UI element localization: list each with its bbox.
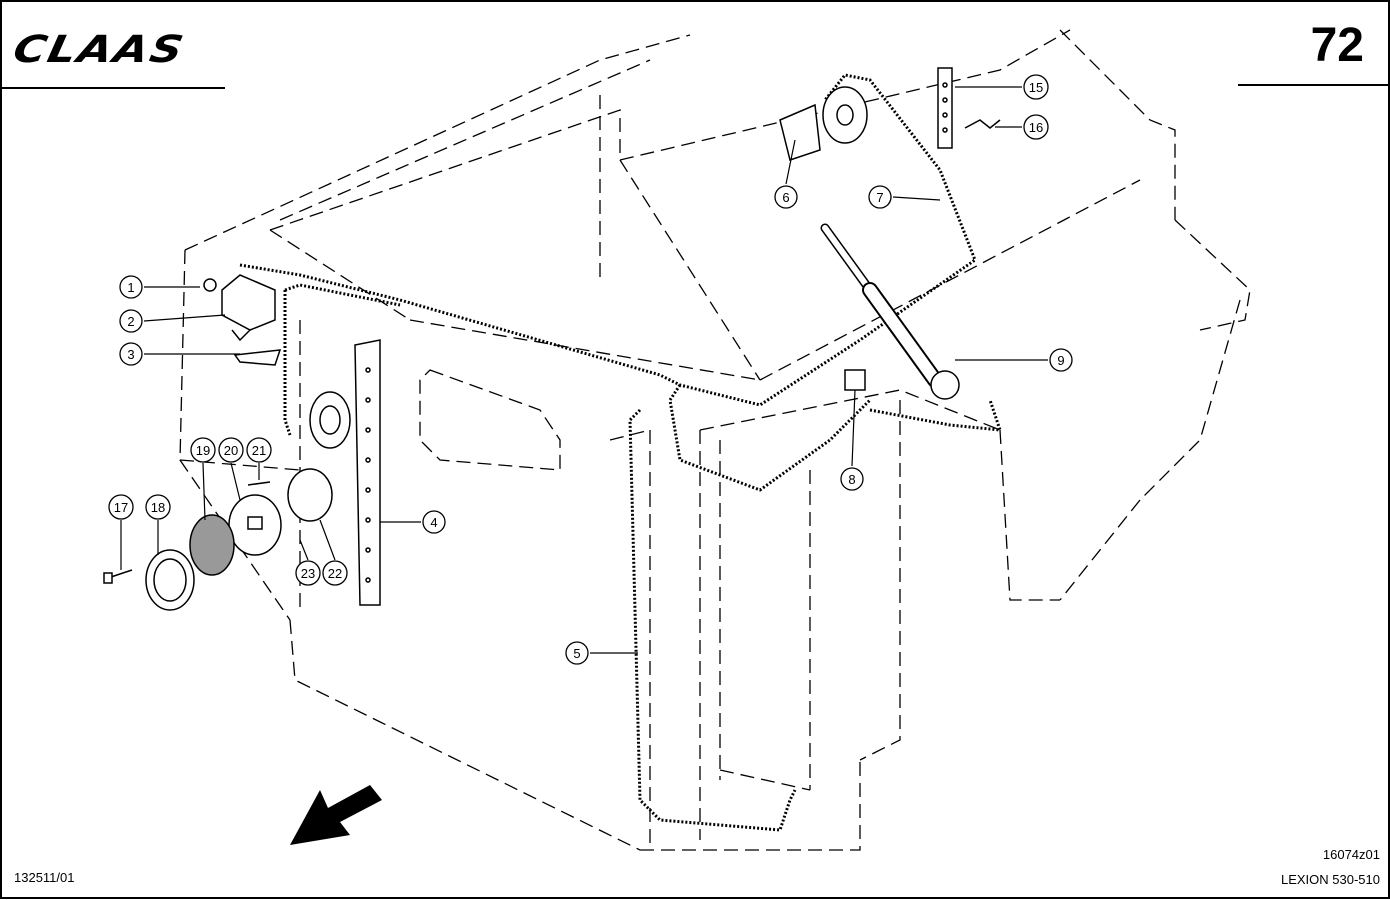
callout-9: 9 <box>1049 348 1073 372</box>
support-strip <box>354 339 381 606</box>
svg-text:20: 20 <box>224 443 238 458</box>
svg-text:5: 5 <box>573 646 580 661</box>
callout-17: 17 <box>108 494 134 520</box>
svg-text:3: 3 <box>127 347 134 362</box>
page-number: 72 <box>1310 19 1364 72</box>
svg-text:15: 15 <box>1029 80 1043 95</box>
work-lamp <box>203 274 282 366</box>
leader-lines <box>120 86 1048 654</box>
svg-text:2: 2 <box>127 314 134 329</box>
svg-text:18: 18 <box>151 500 165 515</box>
cab-outline <box>179 29 1251 851</box>
drawing-id: 16074z01 <box>1322 847 1380 862</box>
callout-15: 15 <box>1023 74 1049 100</box>
callout-23: 23 <box>295 560 321 586</box>
model-name: LEXION 530-510 <box>1280 872 1380 887</box>
callout-7: 7 <box>868 185 892 209</box>
callout-1: 1 <box>119 275 143 299</box>
callout-2: 2 <box>119 309 143 333</box>
callout-5: 5 <box>565 641 589 665</box>
svg-text:19: 19 <box>196 443 210 458</box>
svg-text:21: 21 <box>252 443 266 458</box>
svg-text:8: 8 <box>848 472 855 487</box>
callout-4: 4 <box>422 510 446 534</box>
svg-text:16: 16 <box>1029 120 1043 135</box>
lamp-assembly-parts <box>103 391 351 611</box>
antenna <box>820 223 960 400</box>
svg-text:1: 1 <box>127 280 134 295</box>
callout-6: 6 <box>774 185 798 209</box>
callout-16: 16 <box>1023 114 1049 140</box>
callout-22: 22 <box>322 560 348 586</box>
svg-text:23: 23 <box>301 566 315 581</box>
callout-21: 21 <box>246 437 272 463</box>
callout-18: 18 <box>145 494 171 520</box>
callout-19: 19 <box>190 437 216 463</box>
svg-text:17: 17 <box>114 500 128 515</box>
connector <box>844 369 866 391</box>
svg-text:22: 22 <box>328 566 342 581</box>
direction-arrow <box>290 785 382 845</box>
callout-8: 8 <box>840 467 864 491</box>
callout-3: 3 <box>119 342 143 366</box>
wire-harness <box>239 73 1003 832</box>
svg-text:9: 9 <box>1057 353 1064 368</box>
svg-text:4: 4 <box>430 515 437 530</box>
document-code: 132511/01 <box>14 870 75 885</box>
callout-20: 20 <box>218 437 244 463</box>
svg-text:6: 6 <box>782 190 789 205</box>
svg-text:7: 7 <box>876 190 883 205</box>
horn-assembly <box>779 86 868 161</box>
brackets <box>937 67 1001 149</box>
